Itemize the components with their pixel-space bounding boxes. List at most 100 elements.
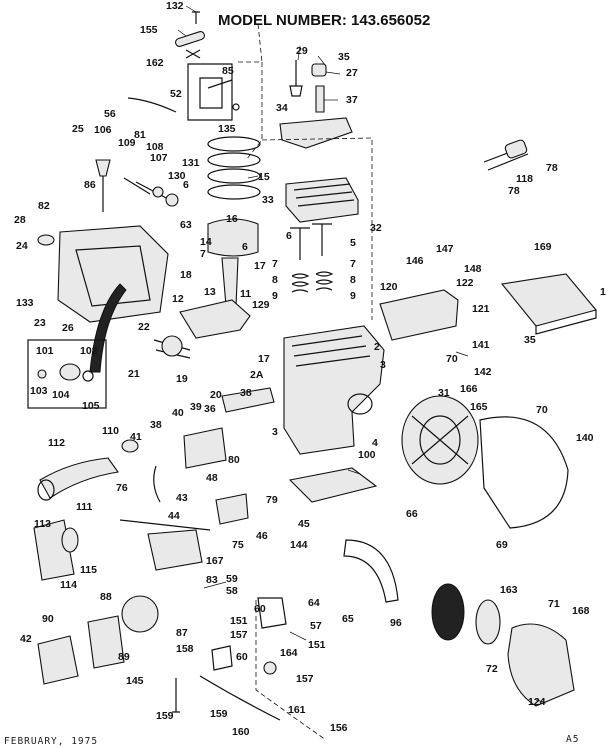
callout-label-12: 12 [172, 293, 184, 305]
tank-89-art [87, 615, 125, 669]
callout-label-115: 115 [80, 564, 97, 576]
callout-label-33: 33 [262, 194, 274, 206]
callout-label-79: 79 [266, 494, 278, 506]
head-fins-art [293, 183, 355, 207]
part-102-art [82, 370, 94, 382]
callout-label-86: 86 [84, 179, 96, 191]
callout-label-100: 100 [358, 449, 376, 461]
callout-label-167: 167 [206, 555, 224, 567]
bracket-57-art [257, 597, 287, 629]
callout-label-144: 144 [290, 539, 308, 551]
leader-132 [185, 5, 197, 13]
callout-label-109: 109 [118, 137, 136, 149]
callout-label-23: 23 [34, 317, 46, 329]
callout-label-158: 158 [176, 643, 194, 655]
callout-label-6a: 6 [183, 179, 189, 191]
callout-label-70a: 70 [446, 353, 458, 365]
callout-label-28: 28 [14, 214, 26, 226]
link-56-art [127, 97, 177, 113]
gear-19-art [161, 335, 183, 357]
callout-label-159b: 159 [210, 708, 228, 720]
callout-label-155: 155 [140, 24, 158, 36]
callout-label-112: 112 [48, 437, 65, 449]
callout-label-7a: 7 [200, 248, 206, 260]
callout-label-6c: 6 [242, 241, 248, 253]
lever-158-art [211, 645, 233, 671]
callout-label-156: 156 [330, 722, 348, 734]
callout-label-161: 161 [288, 704, 306, 716]
callout-label-151b: 151 [308, 639, 326, 651]
callout-label-83: 83 [206, 574, 218, 586]
callout-label-118: 118 [516, 173, 533, 185]
callout-label-110: 110 [102, 425, 119, 437]
callout-label-66: 66 [406, 508, 418, 520]
footer-date: FEBRUARY, 1975 [4, 736, 98, 747]
callout-label-159a: 159 [156, 710, 174, 722]
callout-label-157a: 157 [230, 629, 248, 641]
callout-label-169: 169 [534, 241, 552, 253]
ring-15-art-d [207, 184, 261, 200]
callout-label-122: 122 [456, 277, 474, 289]
callout-label-58: 58 [226, 585, 238, 597]
callout-label-60b: 60 [236, 651, 248, 663]
carburetor-167-art [147, 529, 203, 571]
leader-151b [289, 631, 307, 641]
callout-label-88: 88 [100, 591, 112, 603]
guide-line-2 [257, 23, 263, 63]
callout-label-16: 16 [226, 213, 238, 225]
leader-lines [177, 5, 545, 703]
crankshaft-art [179, 299, 251, 339]
callout-label-18: 18 [180, 269, 192, 281]
callout-label-9b: 9 [350, 290, 356, 302]
bracket-34-art [279, 117, 353, 149]
block-port-art [347, 393, 373, 415]
callout-label-46: 46 [256, 530, 268, 542]
callout-label-90: 90 [42, 613, 54, 625]
callout-label-72: 72 [486, 663, 498, 675]
starter-cup-96-art [431, 583, 465, 641]
starter-housing-168-art [507, 623, 575, 707]
leader-15 [247, 175, 259, 179]
callout-label-121: 121 [472, 303, 490, 315]
callout-label-124: 124 [528, 696, 546, 708]
callout-label-60a: 60 [254, 603, 266, 615]
callout-label-29: 29 [296, 45, 308, 57]
leader-31 [455, 351, 469, 357]
screw-159-art [172, 678, 180, 713]
cover-inner-art [75, 245, 151, 307]
spring-8b-art [315, 271, 334, 291]
ring-115-art [61, 527, 79, 553]
callout-label-135: 135 [218, 123, 236, 135]
part-157-art [263, 661, 277, 675]
tube-118-body [504, 139, 528, 159]
callout-label-166: 166 [460, 383, 478, 395]
callout-label-162: 162 [146, 57, 164, 69]
callout-label-2: 2 [374, 341, 380, 353]
callout-label-120: 120 [380, 281, 398, 293]
screw-135-art [232, 103, 240, 111]
callout-label-27: 27 [346, 67, 358, 79]
callout-label-21: 21 [128, 368, 140, 380]
muffler-112-art [39, 457, 119, 499]
breather-40-art [183, 427, 227, 469]
callout-label-31: 31 [438, 387, 450, 399]
leader-100 [347, 469, 361, 475]
valve-6-art [290, 227, 310, 260]
callout-label-81: 81 [134, 129, 146, 141]
leader-83 [203, 581, 227, 589]
leader-27 [325, 71, 341, 75]
hose-43-art [153, 465, 161, 503]
callout-label-35b: 35 [524, 334, 536, 346]
callout-label-13: 13 [204, 286, 216, 298]
callout-label-42: 42 [20, 633, 32, 645]
leader-124 [535, 699, 545, 703]
boot-27-art [311, 63, 327, 77]
callout-label-114: 114 [60, 579, 77, 591]
callout-label-52: 52 [170, 88, 182, 100]
callout-label-133: 133 [16, 297, 34, 309]
callout-label-20: 20 [210, 389, 222, 401]
callout-label-6b: 6 [286, 230, 292, 242]
callout-label-78b: 78 [508, 185, 520, 197]
part-101-art [59, 363, 81, 381]
